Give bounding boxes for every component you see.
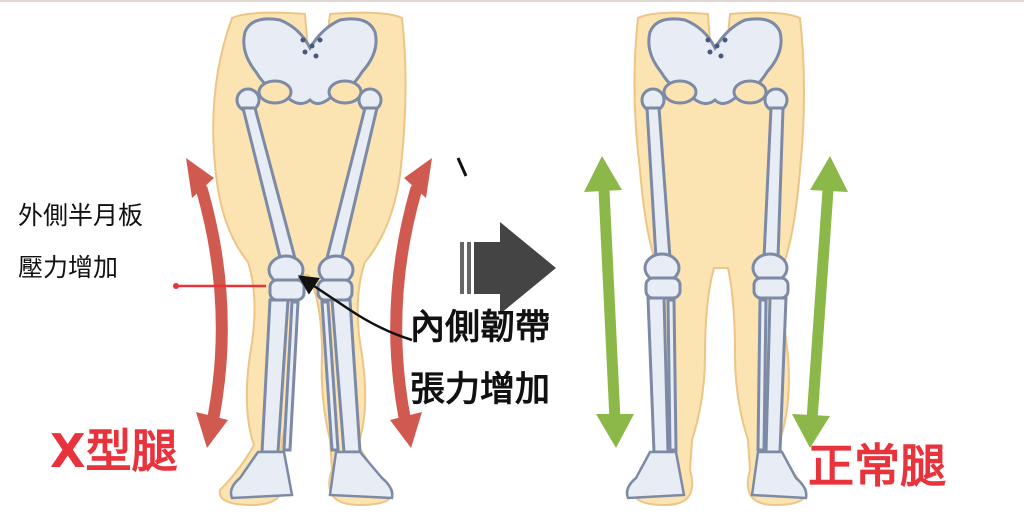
- transition-arrow: [456, 157, 556, 314]
- left-tibias: [260, 298, 362, 454]
- knock-knee-caption: X型腿: [50, 424, 178, 478]
- lateral-meniscus-pointer: [173, 283, 266, 289]
- right-alignment-arrows: [598, 184, 834, 426]
- right-knees: [643, 252, 790, 300]
- right-feet: [625, 450, 808, 500]
- right-pelvis: [640, 17, 789, 113]
- left-pelvis: [235, 17, 383, 113]
- lateral-meniscus-label-line2: 壓力增加: [18, 253, 119, 282]
- lateral-meniscus-label-line1: 外側半月板: [18, 201, 144, 230]
- normal-leg-figure: [584, 11, 848, 507]
- left-feet: [229, 450, 394, 500]
- right-tibias: [646, 296, 788, 454]
- top-border: [0, 0, 1024, 2]
- knock-knee-figure: [186, 11, 432, 507]
- medial-ligament-label-line2: 張力增加: [410, 370, 551, 410]
- normal-leg-caption: 正常腿: [808, 439, 946, 493]
- medial-ligament-pointer: [297, 275, 413, 342]
- left-stress-arrows: [196, 184, 422, 426]
- medial-ligament-label-line1: 內側韌帶: [410, 308, 551, 348]
